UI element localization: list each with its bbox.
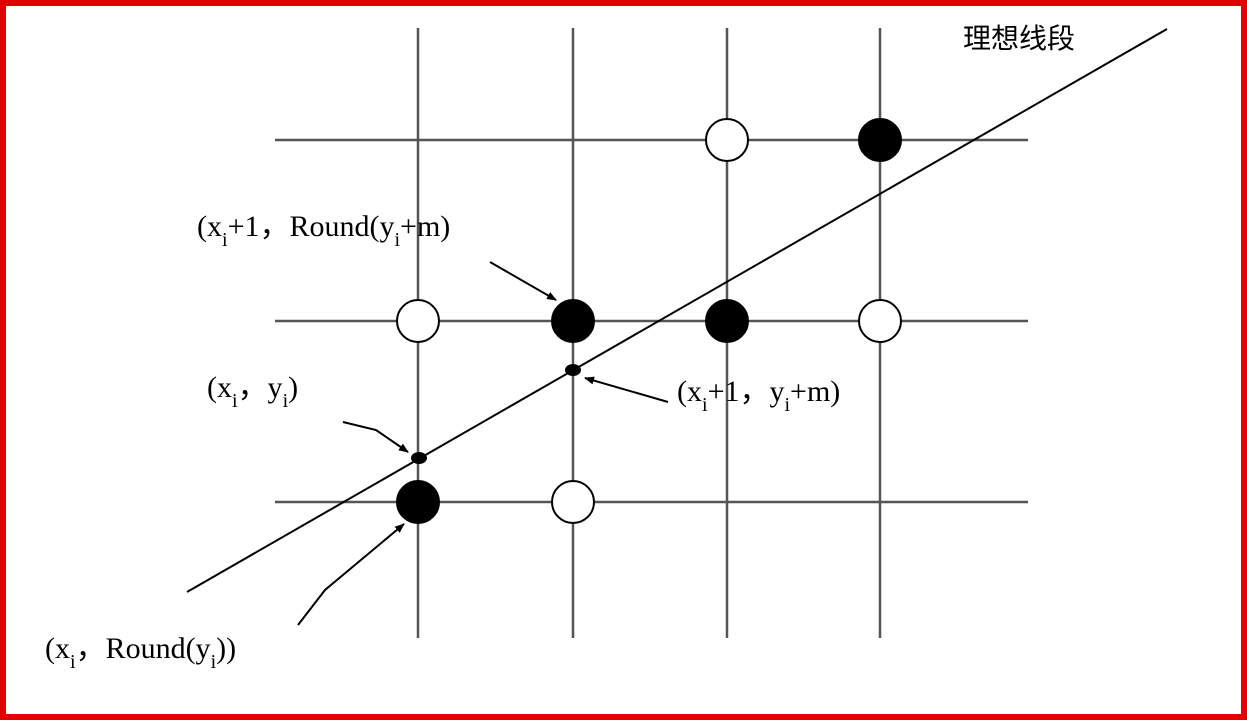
ideal-line-segment <box>186 28 1168 593</box>
arrow-round-yi <box>297 523 405 626</box>
open-point <box>858 299 902 343</box>
label-round-yi: (xi，Round(yi)) <box>45 632 236 673</box>
filled-point <box>858 118 902 162</box>
filled-point <box>551 299 595 343</box>
leader-arrows <box>297 261 669 626</box>
open-point <box>705 118 749 162</box>
ideal-line-label: 理想线段 <box>963 22 1075 55</box>
pixel-points <box>396 118 902 524</box>
label-xi1-yim: (xi+1，yi+m) <box>677 375 840 416</box>
grid-vertical-lines <box>416 28 882 638</box>
filled-point <box>705 299 749 343</box>
arrow-xi1-yim <box>584 376 669 403</box>
intersection-dot-xi1-yim <box>565 364 581 376</box>
arrow-upper-round <box>489 261 557 301</box>
intersection-dot-xi-yi <box>411 452 427 464</box>
open-point <box>396 299 440 343</box>
grid-horizontal-lines <box>275 138 1028 504</box>
label-xi-yi: (xi，yi) <box>207 371 298 412</box>
intersection-dots <box>411 364 581 464</box>
filled-point <box>396 480 440 524</box>
arrow-xi-yi <box>342 421 409 453</box>
label-upper-round: (xi+1，Round(yi+m) <box>197 210 450 251</box>
bresenham-grid-diagram: 理想线段 (xi+1，Round(yi+m) (xi，yi) (xi+1，yi+… <box>45 22 1168 673</box>
open-point <box>551 480 595 524</box>
